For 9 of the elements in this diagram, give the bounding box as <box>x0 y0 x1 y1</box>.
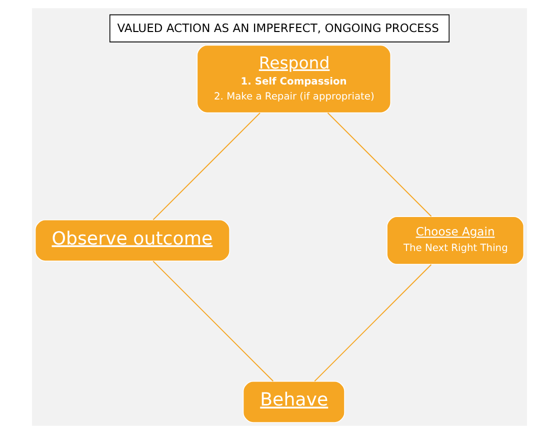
node-box: Choose Again The Next Right Thing <box>386 216 524 265</box>
connector <box>327 112 432 217</box>
node-box: Respond 1. Self Compassion 2. Make a Repair (if appropriate) <box>196 44 392 114</box>
connector <box>152 112 260 220</box>
connector <box>314 264 432 382</box>
node-box: Observe outcome <box>34 219 230 262</box>
connector <box>152 260 274 382</box>
diagram-title: VALUED ACTION AS AN IMPERFECT, ONGOING PROCESS <box>117 20 439 35</box>
node-box: Behave <box>242 380 345 423</box>
